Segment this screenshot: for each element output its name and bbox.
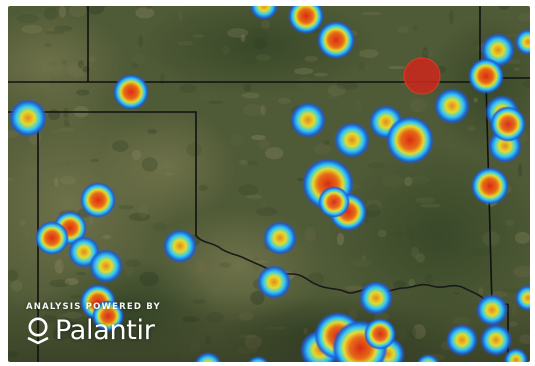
heat-spot bbox=[288, 6, 324, 34]
heat-spot bbox=[257, 265, 291, 299]
branding: ANALYSIS POWERED BY Palantir bbox=[26, 302, 161, 346]
heat-spot bbox=[113, 74, 149, 110]
heat-spot bbox=[35, 221, 69, 255]
heat-spot bbox=[386, 116, 434, 164]
heatmap-layer bbox=[9, 6, 530, 362]
heat-spot bbox=[416, 354, 440, 362]
heat-spot bbox=[446, 324, 478, 356]
palantir-logo-icon bbox=[27, 317, 49, 345]
heat-spot bbox=[471, 167, 509, 205]
heat-spot bbox=[80, 182, 116, 218]
heat-spot bbox=[9, 99, 47, 137]
brand-name: Palantir bbox=[55, 315, 155, 346]
heat-spot bbox=[480, 324, 512, 356]
hotspot-marker[interactable] bbox=[403, 57, 441, 95]
heat-spot bbox=[359, 281, 393, 315]
heat-spot bbox=[490, 106, 526, 142]
red-river bbox=[195, 235, 509, 307]
heat-spot bbox=[515, 285, 530, 311]
heat-spot bbox=[290, 102, 326, 138]
brand-row: Palantir bbox=[26, 316, 161, 346]
heat-spot bbox=[163, 229, 197, 263]
heat-spot bbox=[476, 294, 508, 326]
heat-spot bbox=[92, 300, 124, 332]
heat-spot bbox=[515, 29, 530, 55]
heat-spot bbox=[263, 221, 297, 255]
heat-spot bbox=[468, 58, 504, 94]
heat-spot bbox=[434, 88, 470, 124]
heat-spot bbox=[504, 348, 528, 362]
brand-caption: ANALYSIS POWERED BY bbox=[26, 302, 161, 312]
map-viewport[interactable]: ANALYSIS POWERED BY Palantir bbox=[8, 6, 530, 362]
heat-spot bbox=[318, 186, 350, 218]
heatmap-map[interactable] bbox=[8, 6, 530, 362]
heat-spot bbox=[194, 352, 222, 362]
heat-spot bbox=[317, 21, 355, 59]
heat-spot bbox=[89, 249, 123, 283]
heat-spot bbox=[247, 356, 269, 362]
heat-spot bbox=[334, 122, 370, 158]
heat-spot bbox=[364, 318, 396, 350]
heat-spot bbox=[250, 6, 278, 20]
